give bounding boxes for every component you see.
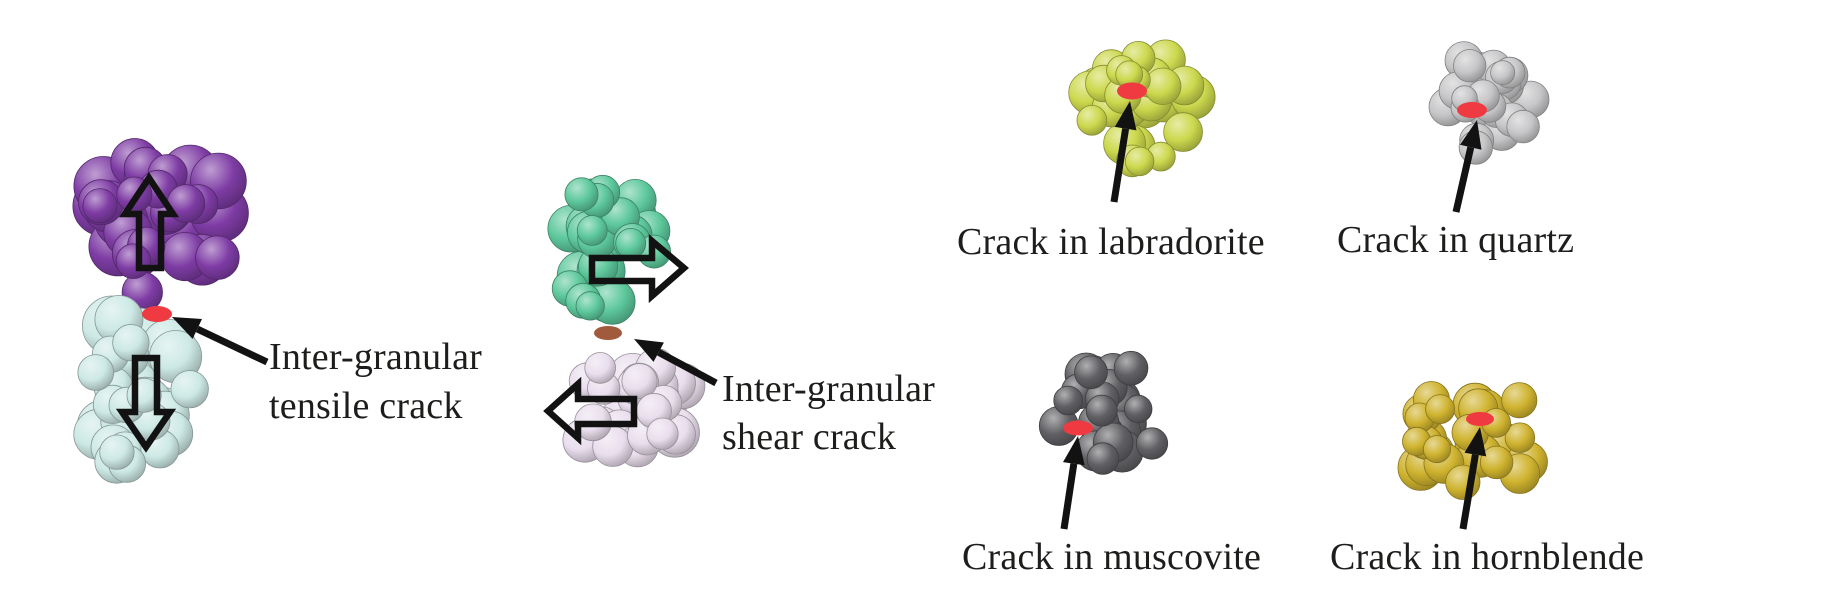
grain-cluster-muscovite (1038, 350, 1169, 475)
annotation-arrow-shear (634, 339, 718, 387)
grain-sphere (1086, 442, 1120, 475)
grain-sphere (1085, 394, 1118, 427)
grain-sphere (564, 177, 599, 212)
grain-sphere (1490, 60, 1516, 86)
label-intergranular-shear-crack: Inter-granular shear crack (722, 365, 935, 461)
annotation-arrow-muscovite (1060, 436, 1085, 530)
label-line: Inter-granular (269, 336, 483, 378)
label-line: tensile crack (269, 385, 463, 427)
grain-sphere (621, 363, 658, 400)
label-crack-in-labradorite: Crack in labradorite (957, 221, 1265, 263)
crack-marker-hornblende (1466, 412, 1494, 426)
grain-sphere (576, 215, 608, 246)
grain-cluster-quartz (1428, 41, 1550, 165)
shear-right-arrow (588, 234, 689, 304)
label-line: shear crack (722, 416, 897, 458)
grain-sphere (1423, 435, 1452, 464)
grain-sphere (575, 291, 605, 321)
grain-sphere (195, 235, 240, 280)
grain-cluster-pink (562, 347, 706, 468)
grain-sphere (1074, 355, 1108, 390)
grain-sphere (1143, 67, 1182, 105)
grain-sphere (99, 434, 135, 470)
crack-marker-shear (594, 326, 622, 340)
grain-cluster-labradorite (1068, 39, 1216, 178)
label-crack-in-hornblende: Crack in hornblende (1330, 536, 1645, 578)
label-line: Inter-granular (722, 368, 936, 410)
grain-sphere (1479, 445, 1514, 480)
grain-sphere (77, 354, 115, 391)
annotation-arrow-labradorite (1110, 101, 1137, 203)
grain-sphere (1076, 105, 1108, 136)
grain-sphere (646, 417, 679, 450)
shear-left-arrow (543, 376, 638, 446)
label-intergranular-tensile-crack: Inter-granular tensile crack (269, 333, 482, 431)
grain-sphere (1425, 394, 1455, 425)
grain-sphere (1506, 109, 1540, 144)
grain-sphere (1504, 422, 1536, 453)
tensile-up-arrow (118, 172, 180, 272)
grain-sphere (1453, 49, 1487, 83)
grain-sphere (615, 227, 647, 259)
annotation-arrow-tensile (172, 317, 269, 366)
annotation-arrow-quartz (1452, 120, 1482, 213)
grain-sphere (584, 352, 616, 384)
tensile-down-arrow (115, 354, 177, 453)
label-crack-in-muscovite: Crack in muscovite (962, 536, 1262, 578)
grain-sphere (1163, 112, 1203, 152)
grain-sphere (82, 188, 118, 224)
grain-sphere (1053, 385, 1083, 416)
grain-sphere (112, 324, 150, 362)
crack-marker-quartz (1457, 102, 1487, 118)
grain-sphere (1123, 394, 1153, 424)
crack-marker-labradorite (1117, 82, 1147, 100)
grain-sphere (115, 243, 152, 279)
grain-sphere (170, 370, 209, 409)
grain-sphere (1113, 350, 1149, 386)
crack-marker-tensile (142, 306, 172, 322)
grain-sphere (1501, 382, 1538, 419)
grain-sphere (1124, 146, 1155, 177)
label-crack-in-quartz: Crack in quartz (1337, 219, 1575, 261)
grain-sphere (1135, 427, 1169, 460)
crack-marker-muscovite (1063, 420, 1093, 436)
annotation-arrow-hornblende (1459, 427, 1487, 530)
